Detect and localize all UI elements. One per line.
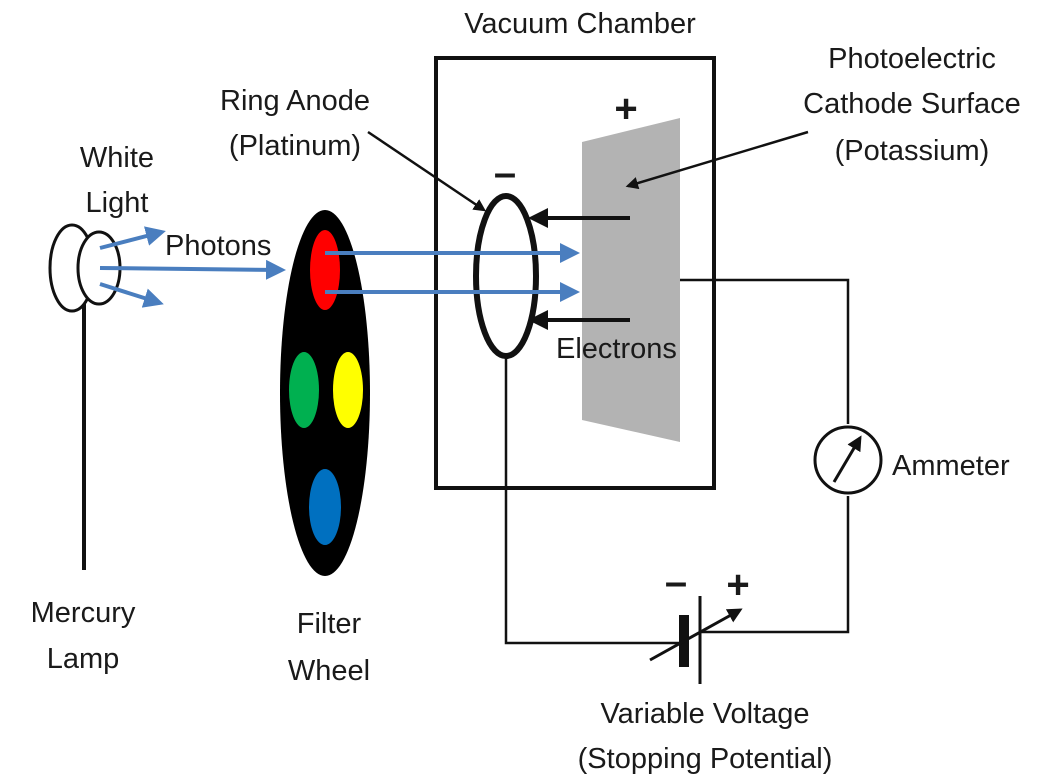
anode-minus-sign: – [494, 151, 516, 195]
cathode-label-line1: Photoelectric [828, 43, 996, 75]
vacuum-chamber-label: Vacuum Chamber [464, 8, 696, 40]
photons-label: Photons [165, 230, 271, 262]
cathode-plate [582, 118, 680, 442]
mercury-lamp-label-line2: Lamp [47, 643, 120, 675]
battery-plus-sign: + [726, 563, 749, 607]
variable-voltage-label-line2: (Stopping Potential) [578, 743, 833, 775]
battery-minus-sign: – [665, 560, 687, 604]
vacuum-chamber-box [434, 56, 716, 490]
filter-wheel [280, 210, 370, 576]
filter-red [310, 230, 340, 310]
filter-wheel-label-line1: Filter [297, 608, 362, 640]
cathode-label-line2: Cathode Surface [803, 88, 1021, 120]
filter-wheel-label-line2: Wheel [288, 655, 370, 687]
variable-voltage-label-line1: Variable Voltage [600, 698, 809, 730]
filter-green [289, 352, 319, 428]
wire-ammeter-to-battery [700, 496, 850, 634]
ammeter-needle [832, 435, 862, 483]
photon-arrow-down [99, 282, 164, 308]
white-light-label-line1: White [80, 142, 154, 174]
wire-cathode-to-ammeter [680, 278, 850, 424]
wire-anode-to-battery [504, 356, 680, 645]
mercury-lamp-label-line1: Mercury [31, 597, 136, 629]
white-light-label-line2: Light [86, 187, 149, 219]
cathode-plus-sign: + [614, 87, 637, 131]
anode-pointer-arrow [367, 130, 487, 212]
anode-label-line2: (Platinum) [229, 130, 361, 162]
variable-voltage-arrow [649, 608, 743, 662]
filter-blue [309, 469, 341, 545]
filter-yellow [333, 352, 363, 428]
ring-anode [473, 193, 539, 359]
photon-arrow-middle [99, 259, 286, 280]
photon-arrow-up [99, 226, 166, 250]
ammeter-label: Ammeter [892, 450, 1010, 482]
electrons-label: Electrons [556, 333, 677, 365]
anode-label-line1: Ring Anode [220, 85, 370, 117]
cathode-label-line3: (Potassium) [835, 135, 990, 167]
cathode-pointer-arrow [625, 130, 809, 190]
